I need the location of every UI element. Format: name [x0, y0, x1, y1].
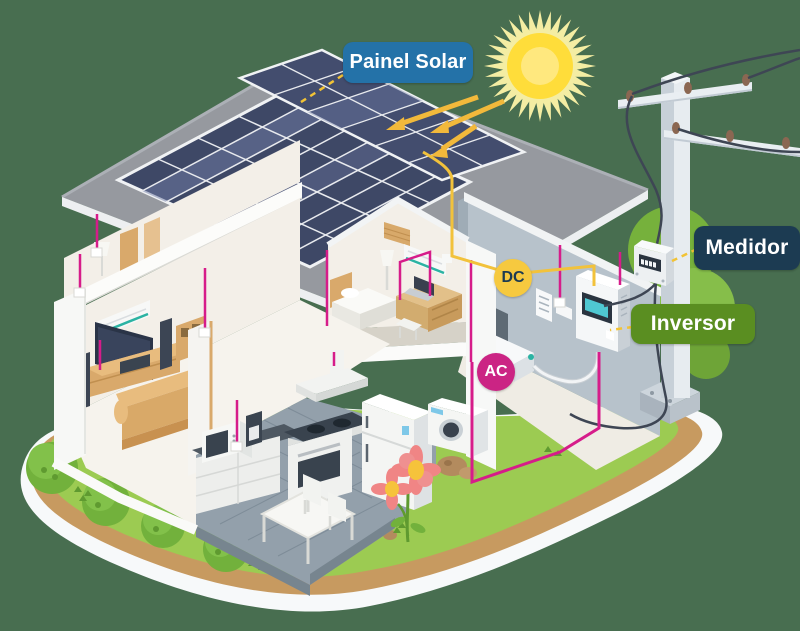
- flower-bloom: [391, 445, 441, 495]
- meter-label-text: Medidor: [705, 236, 789, 259]
- dc-badge-text: DC: [501, 269, 525, 286]
- wall-top-trim: [464, 192, 662, 297]
- stool: [396, 318, 422, 340]
- closet-door-2: [144, 217, 160, 259]
- inversor-connector: [609, 325, 634, 332]
- ac-badge: AC: [477, 353, 515, 391]
- range-hood: [296, 350, 368, 402]
- floor-slab: [60, 182, 302, 316]
- attic-vent: [384, 222, 410, 246]
- gable-trim: [326, 196, 470, 248]
- bedroom-outlet: [442, 254, 452, 263]
- media-player: [120, 354, 150, 374]
- sun-icon: [484, 10, 596, 122]
- meter-label: Medidor: [694, 226, 800, 270]
- flower-bloom-2: [371, 468, 413, 510]
- living-floor: [64, 300, 390, 526]
- bedside-lamp: [380, 250, 394, 290]
- insulators: [626, 74, 790, 149]
- ac-wiring: [78, 214, 622, 485]
- house-base: [51, 457, 198, 535]
- medidor-connector: [671, 247, 698, 263]
- crossarm-upper: [618, 82, 752, 109]
- solar-panel-label: Painel Solar: [343, 42, 473, 83]
- dc-badge: DC: [494, 259, 532, 297]
- sunlight-arrows: [386, 94, 505, 158]
- inverter-label: Inversor: [631, 304, 755, 344]
- bed: [330, 272, 396, 330]
- left-exterior-wall: [54, 288, 86, 470]
- bedroom: [326, 196, 496, 470]
- flowers: [371, 445, 441, 543]
- living-room: [58, 198, 390, 526]
- chairs: [303, 474, 346, 530]
- callout-connectors: [297, 73, 698, 332]
- bedroom-ac-unit: [404, 244, 446, 276]
- inverter-cable-core: [532, 351, 600, 384]
- closet-door: [120, 227, 138, 271]
- painel-connector: [297, 73, 344, 106]
- electric-meter: [634, 240, 674, 286]
- grid-wires: [569, 48, 800, 430]
- inverter-unit: [576, 270, 630, 352]
- solar-panel-label-text: Painel Solar: [349, 51, 467, 73]
- ac-badge-text: AC: [484, 363, 508, 380]
- solar-panel-array-right: [236, 48, 528, 182]
- kitchen: [192, 350, 488, 596]
- inverter-label-text: Inversor: [650, 312, 736, 335]
- wall-outlets: [73, 247, 566, 452]
- dc-wiring: [422, 150, 596, 286]
- coffee-maker: [246, 411, 262, 447]
